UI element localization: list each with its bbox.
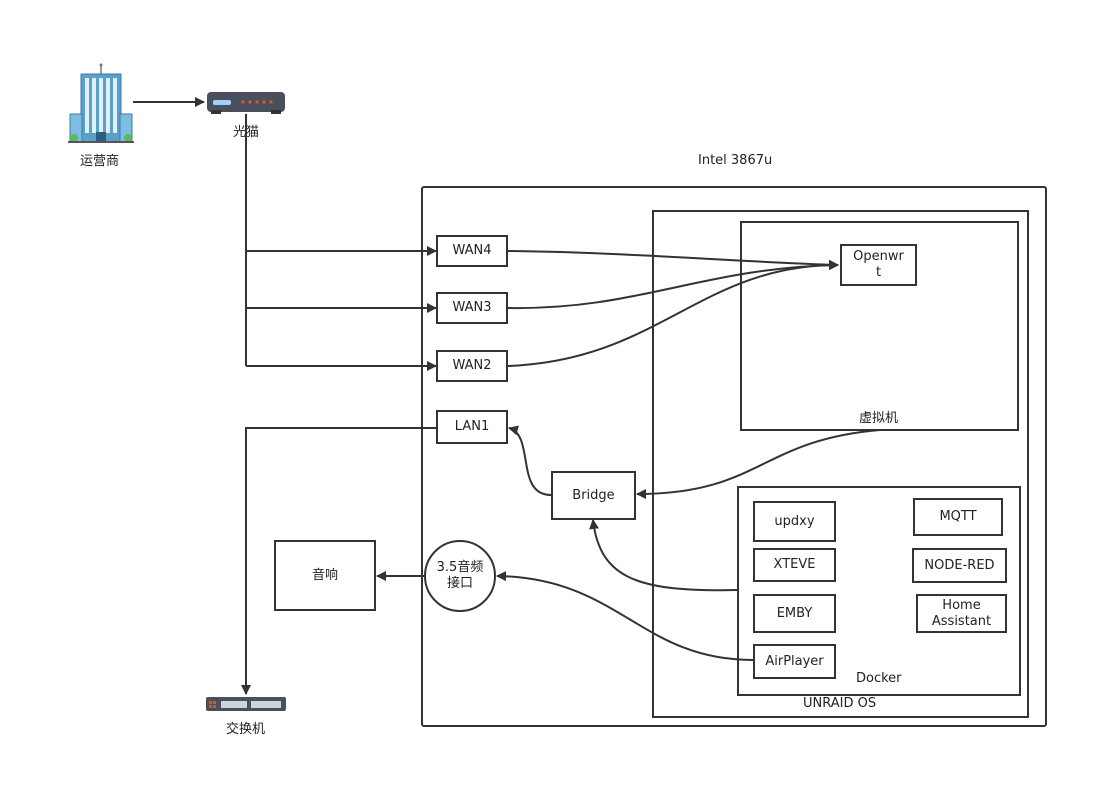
openwrt-box: Openwr t — [840, 244, 917, 286]
modem-label: 光猫 — [233, 125, 260, 140]
port-wan2: WAN2 — [436, 350, 508, 382]
bridge-box: Bridge — [551, 471, 636, 520]
switch-icon — [205, 696, 287, 712]
app-node-red: NODE-RED — [912, 548, 1007, 583]
app-xteve: XTEVE — [753, 548, 836, 582]
wan2-to-openwrt — [507, 260, 839, 367]
audio-jack-circle: 3.5音频 接口 — [424, 540, 496, 612]
vm-box — [740, 221, 1019, 431]
wan3-to-openwrt — [507, 260, 839, 310]
port-lan1: LAN1 — [436, 410, 508, 444]
app-airplayer: AirPlayer — [753, 644, 836, 679]
port-wan3: WAN3 — [436, 292, 508, 324]
openwrt-label: Openwr t — [853, 249, 904, 280]
unraid-label: UNRAID OS — [803, 696, 877, 711]
host-label: Intel 3867u — [698, 153, 773, 168]
building-icon — [68, 62, 134, 144]
switch-label: 交换机 — [226, 722, 266, 737]
bridge-to-lan1 — [508, 425, 552, 496]
unraid-box — [652, 210, 1029, 718]
lan1-to-switch-line — [241, 427, 436, 695]
vm-to-bridge — [636, 429, 881, 499]
docker-label: Docker — [856, 671, 902, 686]
carrier-label: 运营商 — [80, 154, 120, 169]
wan4-to-openwrt — [507, 250, 839, 270]
app-updxy: updxy — [753, 501, 836, 542]
app-home-assistant: Home Assistant — [916, 594, 1007, 633]
app-emby: EMBY — [753, 594, 836, 633]
port-wan4: WAN4 — [436, 235, 508, 267]
docker-box — [737, 486, 1021, 696]
modem-icon — [205, 90, 287, 116]
speaker-box: 音响 — [274, 540, 376, 611]
app-mqtt: MQTT — [913, 498, 1003, 536]
airplayer-to-jack — [496, 571, 754, 661]
host-box — [421, 186, 1047, 727]
docker-to-bridge — [589, 519, 739, 592]
vm-label: 虚拟机 — [859, 411, 899, 426]
